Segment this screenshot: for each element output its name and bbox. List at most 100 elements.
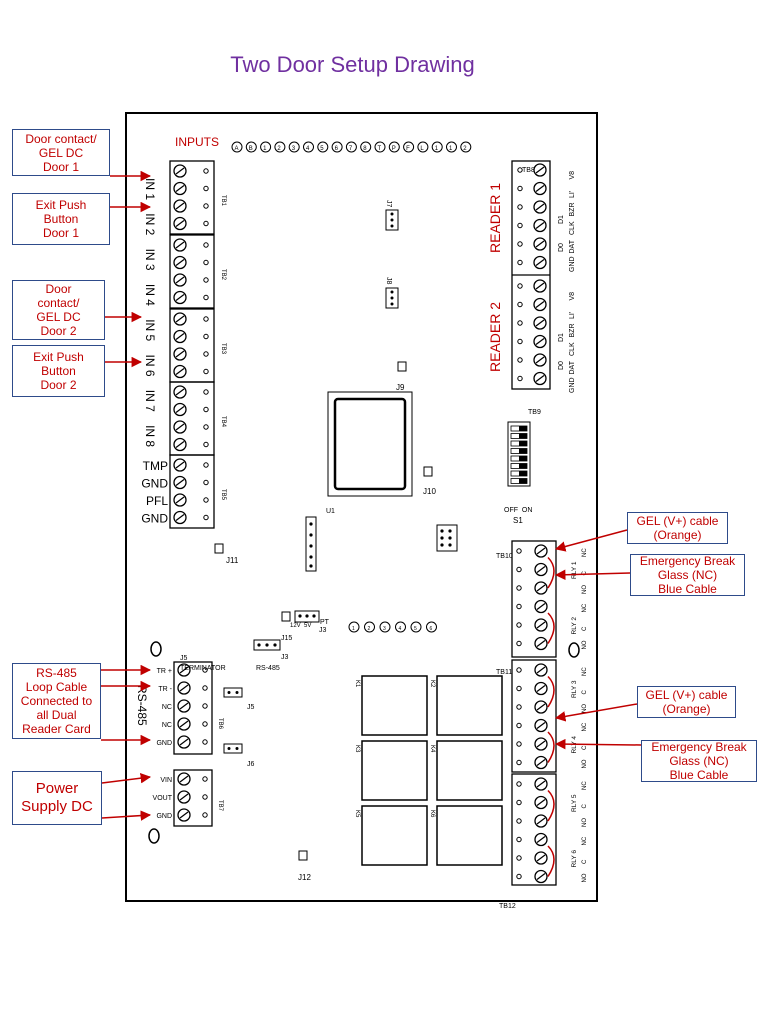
dip-switch-s1: [507, 421, 531, 487]
relay-label: RLY 1: [571, 561, 578, 579]
relay-pin-label: NC: [582, 667, 588, 676]
svg-text:6: 6: [430, 626, 433, 632]
relay-k-label: K4: [429, 745, 435, 753]
led-label: L: [420, 146, 424, 152]
reader-pin-label: V8: [569, 292, 576, 301]
input-label: IN 5: [143, 319, 157, 341]
led-label: 1: [263, 146, 267, 152]
tb-label: TB4: [220, 416, 226, 428]
header-u4: [305, 516, 317, 572]
input-labels: IN 1IN 2IN 3IN 4IN 5IN 6IN 7IN 8TMPGNDPF…: [141, 178, 168, 526]
relay-pin-label: NC: [582, 781, 588, 790]
callout-gel-2: GEL (V+) cable (Orange): [637, 686, 736, 718]
relay-k-label: K5: [354, 810, 360, 818]
relay-block: [436, 675, 503, 736]
j5-label: J5: [247, 704, 255, 711]
rs485-pin-label: TR -: [158, 686, 172, 693]
relay-red-links: [547, 556, 555, 877]
terminal-block: [169, 308, 215, 383]
input-label: IN 3: [143, 249, 157, 271]
tb10-label: TB10: [496, 553, 513, 560]
relay-block: [361, 675, 428, 736]
relay-label: RLY 5: [571, 794, 578, 812]
callout-emergency-2: Emergency Break Glass (NC) Blue Cable: [641, 740, 757, 782]
tb7-label: TB7: [217, 800, 223, 812]
pad: [214, 543, 224, 554]
terminal-block: [511, 540, 557, 658]
inputs-label: INPUTS: [175, 135, 219, 149]
special-input-label: GND: [141, 477, 168, 491]
reader-terminal-block: [511, 160, 551, 390]
rs485-pin-label: NC: [162, 722, 172, 729]
power-pin-label: VOUT: [153, 795, 173, 802]
relay-label: RLY 6: [571, 850, 578, 868]
relay-block: [361, 740, 428, 801]
page-title: Two Door Setup Drawing: [230, 52, 475, 77]
led-label: 8: [363, 146, 367, 152]
tb11-label: TB11: [496, 669, 512, 676]
jumper-j3-voltage: [294, 610, 320, 623]
relay-led: [395, 621, 406, 633]
input-label: IN 7: [143, 390, 157, 412]
relay-pin-label: NO: [582, 704, 588, 713]
callout-door-contact-1: Door contact/ GEL DC Door 1: [12, 129, 110, 176]
led-label: 6: [335, 146, 339, 152]
power-pin-label: GND: [156, 813, 172, 820]
led-label: 2: [277, 146, 281, 152]
relay-pin-label: C: [582, 745, 588, 750]
reader-pin-label: BZR: [569, 324, 576, 338]
tb6-label: TB6: [217, 718, 223, 730]
led-label: F: [406, 146, 410, 152]
terminal-block: [511, 659, 557, 773]
relay-link: [547, 731, 555, 763]
controller-board: [125, 112, 598, 902]
reader-pin-label: CLK: [569, 342, 576, 356]
callout-gel-1: GEL (V+) cable (Orange): [627, 512, 728, 544]
terminal-block: [169, 454, 215, 529]
status-led: [345, 141, 357, 153]
relay-pin-label: NO: [582, 873, 588, 882]
status-led: [446, 141, 457, 153]
relay-led: [426, 621, 437, 633]
relay-k-label: K6: [429, 810, 435, 818]
status-led: [388, 141, 400, 153]
relay-led: [348, 621, 360, 633]
relay-pin-label: NC: [582, 603, 588, 612]
j15-label: J15: [281, 635, 292, 642]
reader2-label: READER 2: [487, 302, 503, 372]
tb-label: TB1: [220, 195, 226, 207]
relay-pin-label: NO: [582, 818, 588, 827]
svg-text:J7: J7: [385, 200, 392, 208]
u1-label: U1: [326, 508, 335, 515]
j12-label: J12: [298, 873, 311, 882]
pad: [397, 361, 407, 372]
status-led: [260, 141, 272, 153]
tb-label: TB3: [220, 343, 226, 355]
relay-link: [547, 612, 555, 644]
j11-label: J11: [226, 556, 239, 565]
svg-text:J8: J8: [385, 277, 392, 285]
reader-pin-label: GND: [569, 377, 576, 393]
input-label: IN 4: [143, 284, 157, 306]
terminal-block: [169, 234, 215, 309]
pad: [281, 611, 291, 622]
power-pin-label: VIN: [160, 777, 172, 784]
svg-text:5: 5: [414, 626, 417, 632]
callout-exit-push-1: Exit Push Button Door 1: [12, 193, 110, 245]
status-led: [417, 141, 429, 153]
led-label: 5: [320, 146, 324, 152]
callout-emergency-1: Emergency Break Glass (NC) Blue Cable: [630, 554, 745, 596]
led-label: 1: [449, 146, 453, 152]
tb8-label: TB8: [522, 167, 535, 174]
terminator-label: J5: [180, 655, 188, 662]
s1-label: S1: [513, 516, 523, 525]
j9-label: J9: [396, 383, 405, 392]
j10-label: J10: [423, 487, 436, 496]
relay-k-label: K1: [354, 680, 360, 688]
terminal-block: [511, 773, 557, 886]
